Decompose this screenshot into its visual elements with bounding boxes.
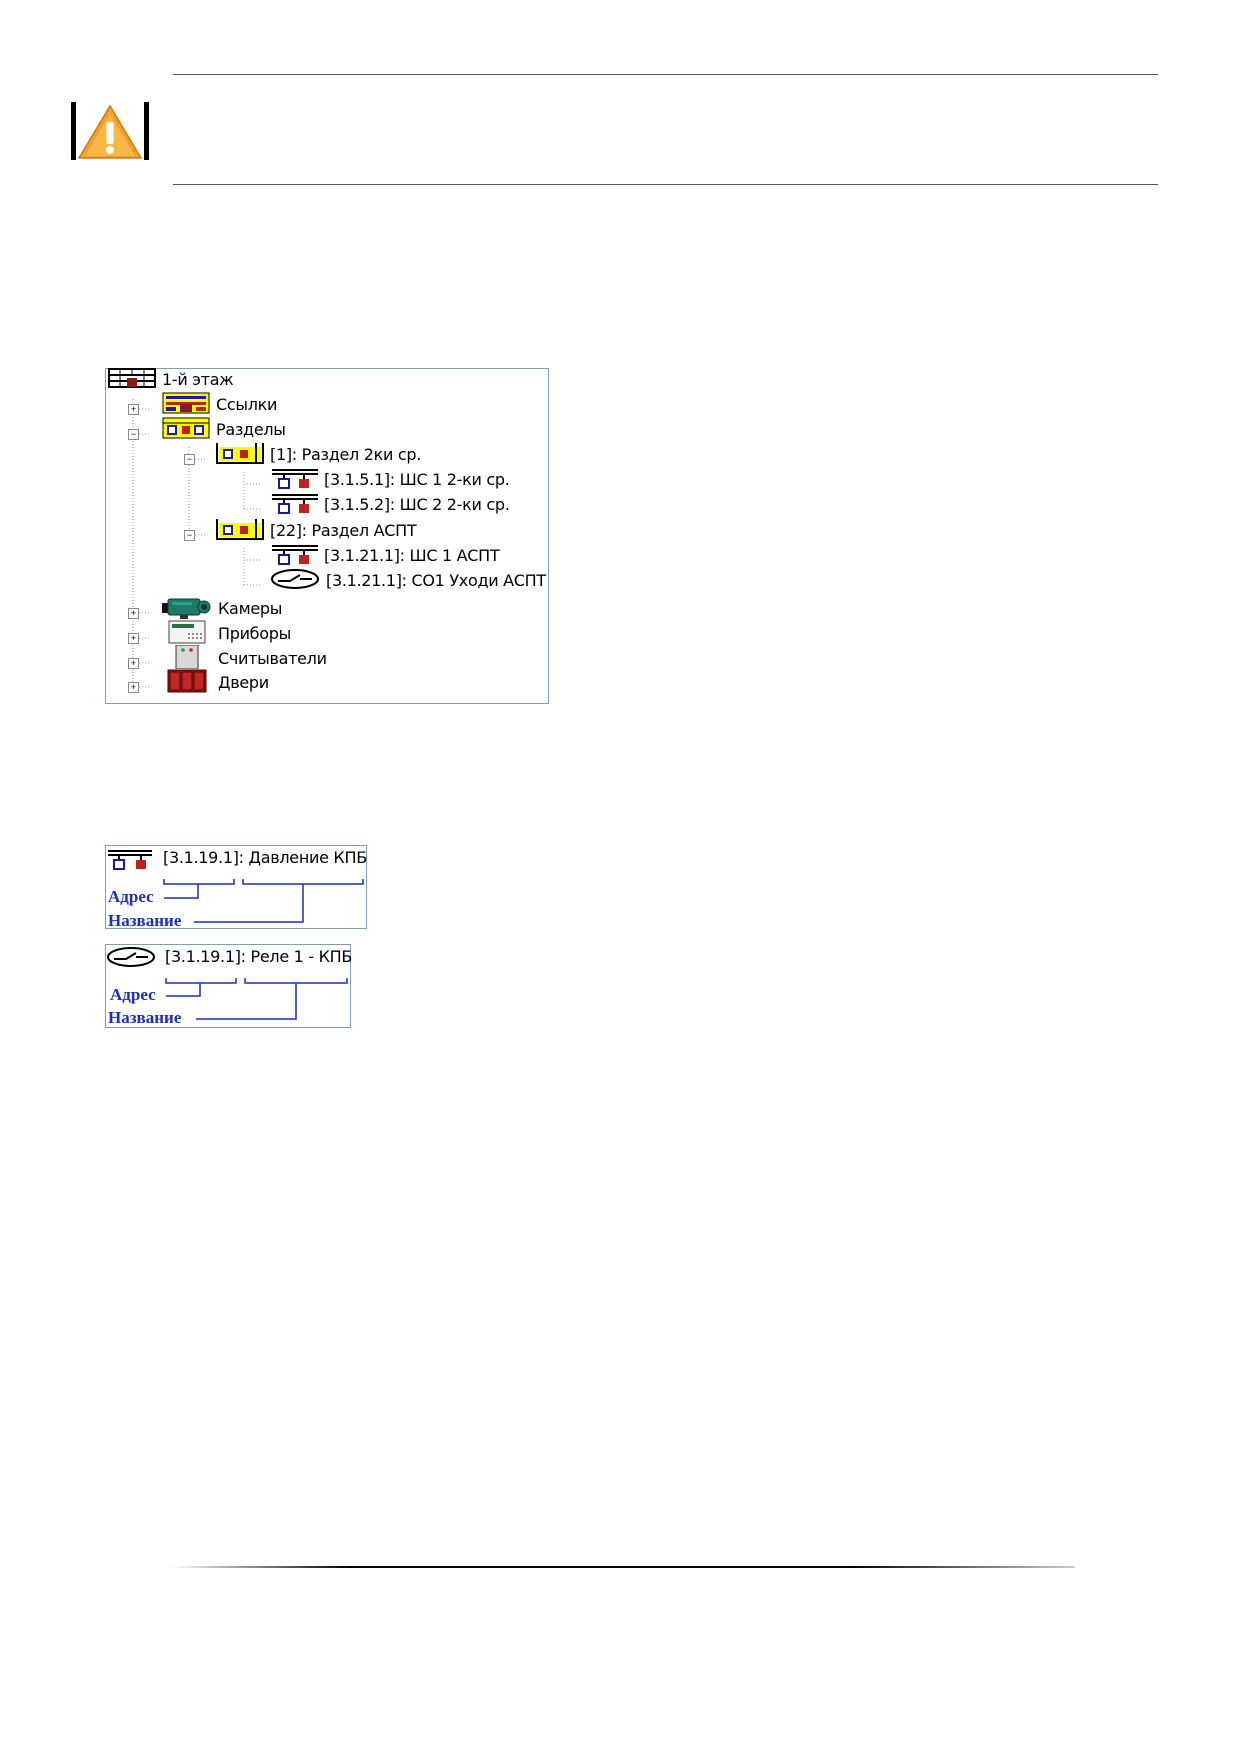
zone-label-brackets <box>108 850 364 923</box>
tree-item-root[interactable]: 1-й этаж <box>108 367 234 393</box>
header-rule <box>173 184 1158 185</box>
tree-item-section1[interactable]: [1]: Раздел 2ки ср. <box>216 442 421 469</box>
tree-item-label: Разделы <box>216 420 286 439</box>
tree-item-label: 1-й этаж <box>162 370 234 389</box>
zone-label-example: [3.1.19.1]: Давление КПБ Адрес Название <box>105 845 367 930</box>
expand-devices-toggle[interactable]: + <box>128 633 139 644</box>
tree-item-section2[interactable]: [22]: Раздел АСПТ <box>216 518 417 545</box>
reader-icon <box>162 644 212 674</box>
relay-label-example: [3.1.19.1]: Реле 1 - КПБ Адрес Название <box>105 944 353 1028</box>
zone-icon <box>272 492 318 519</box>
zone-icon <box>272 543 318 570</box>
tree-item-label: Приборы <box>218 624 291 643</box>
floor-icon <box>108 367 156 393</box>
sections-icon <box>162 417 210 444</box>
collapse-sections-toggle[interactable]: − <box>128 429 139 440</box>
camera-icon <box>162 595 212 624</box>
section-icon <box>216 442 264 469</box>
address-caption: Адрес <box>108 887 154 906</box>
tree-item-readers[interactable]: Считыватели <box>162 644 327 670</box>
tree-item-label: Камеры <box>218 599 283 618</box>
tree-item-zone3[interactable]: [3.1.21.1]: ШС 1 АСПТ <box>272 543 500 570</box>
address-caption: Адрес <box>110 985 156 1004</box>
tree-item-zone2[interactable]: [3.1.5.2]: ШС 2 2-ки ср. <box>272 492 510 519</box>
links-icon <box>162 392 210 419</box>
tree-item-relay[interactable]: [3.1.21.1]: СО1 Уходи АСПТ <box>270 568 546 595</box>
section-icon <box>216 518 264 545</box>
tree-item-sections[interactable]: Разделы <box>162 417 286 444</box>
device-icon <box>162 620 212 649</box>
top-rule <box>173 74 1158 75</box>
object-tree[interactable]: + − − − + + + + 1-й этаж <box>105 367 549 704</box>
tree-item-label: [3.1.21.1]: СО1 Уходи АСПТ <box>326 571 546 590</box>
tree-item-label: Считыватели <box>218 649 327 668</box>
expand-cameras-toggle[interactable]: + <box>128 608 139 619</box>
relay-label-brackets <box>107 947 348 1020</box>
tree-item-label: [3.1.5.2]: ШС 2 2-ки ср. <box>324 495 510 514</box>
tree-item-label: Двери <box>218 673 269 692</box>
tree-item-label: [1]: Раздел 2ки ср. <box>270 445 421 464</box>
footer-rule <box>170 1566 1075 1568</box>
expand-readers-toggle[interactable]: + <box>128 658 139 669</box>
tree-item-devices[interactable]: Приборы <box>162 620 291 645</box>
collapse-section1-toggle[interactable]: − <box>184 454 195 465</box>
warning-icon <box>69 100 151 162</box>
tree-item-label: [22]: Раздел АСПТ <box>270 521 417 540</box>
tree-item-links[interactable]: Ссылки <box>162 392 278 419</box>
tree-item-label: Ссылки <box>216 395 278 414</box>
expand-links-toggle[interactable]: + <box>128 404 139 415</box>
zone-icon <box>272 467 318 494</box>
tree-item-cameras[interactable]: Камеры <box>162 598 282 620</box>
expand-doors-toggle[interactable]: + <box>128 682 139 693</box>
collapse-section2-toggle[interactable]: − <box>184 530 195 541</box>
name-caption: Название <box>108 1008 182 1027</box>
relay-label-text: [3.1.19.1]: Реле 1 - КПБ <box>165 947 353 966</box>
zone-label-text: [3.1.19.1]: Давление КПБ <box>163 848 367 867</box>
tree-item-label: [3.1.21.1]: ШС 1 АСПТ <box>324 546 500 565</box>
tree-item-zone1[interactable]: [3.1.5.1]: ШС 1 2-ки ср. <box>272 467 510 494</box>
relay-icon <box>270 568 320 595</box>
name-caption: Название <box>108 911 182 930</box>
tree-item-label: [3.1.5.1]: ШС 1 2-ки ср. <box>324 470 510 489</box>
door-icon <box>162 669 212 698</box>
tree-item-doors[interactable]: Двери <box>162 669 269 694</box>
